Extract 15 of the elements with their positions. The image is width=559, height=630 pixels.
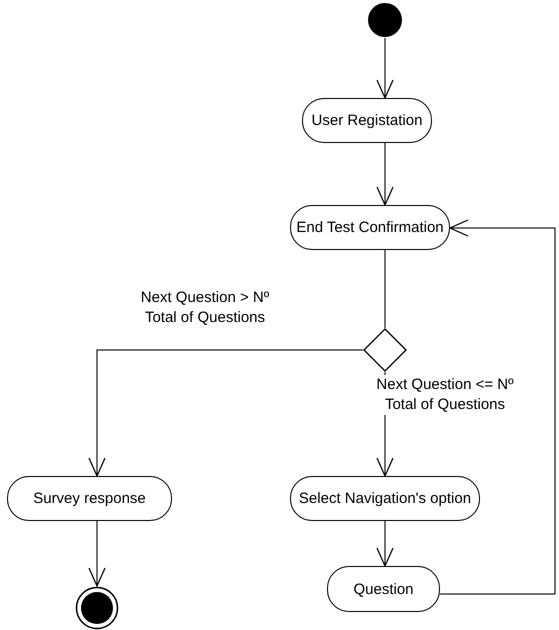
- activity-box: Survey response: [7, 476, 172, 521]
- activity-box: End Test Confirmation: [290, 205, 450, 250]
- arrow: [88, 520, 106, 587]
- arrow: [376, 520, 394, 567]
- activity-box: User Registation: [302, 98, 432, 143]
- arrow: [88, 350, 364, 477]
- arrow: [376, 38, 394, 99]
- activity-box: Question: [327, 566, 440, 612]
- activity-box: Select Navigation's option: [290, 476, 480, 521]
- start-node: [367, 2, 403, 38]
- arrow: [376, 142, 394, 206]
- decision-diamond: [363, 328, 407, 372]
- end-node: [75, 586, 119, 630]
- arrow: [440, 219, 556, 594]
- connector-line: [384, 250, 386, 328]
